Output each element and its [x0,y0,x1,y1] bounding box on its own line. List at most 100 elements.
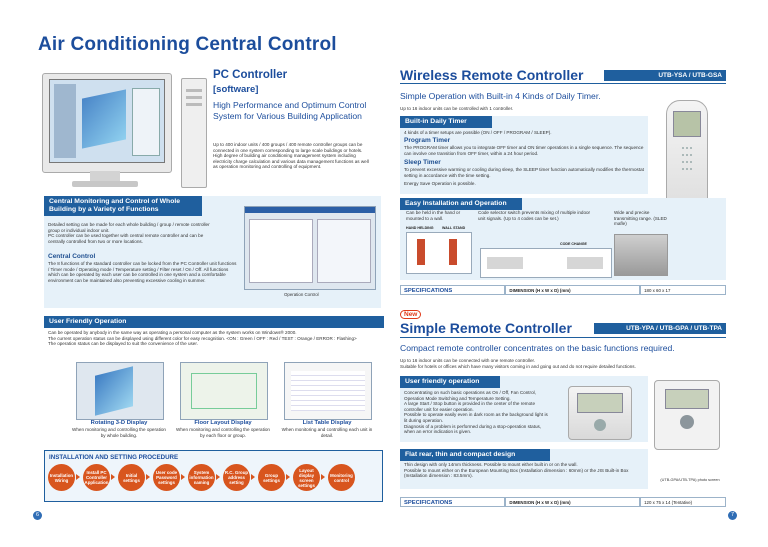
user-bullet-3: The operation status can be displayed to… [48,341,198,347]
simple-photo-caption: (UTB-GPA/UTB-TPA) photo screen [660,478,720,482]
simple-specifications: SPECIFICATIONS DIMENSION (H x W x D) (mm… [400,497,726,507]
display-title-rotating: Rotating 3-D Display [90,420,148,426]
wireless-spec-dim: 180 x 60 x 17 [640,285,726,295]
simple-user-bullets: Concentrating on such basic operations a… [404,390,548,435]
install-step-5: System information naming [188,464,215,491]
rotating-3d-screenshot [76,362,164,420]
simple-user-bullet-3: Possible to operate easily even in dark … [404,412,548,423]
hand-holding-label: HAND HELDING [406,226,434,230]
install-arrow [111,474,115,480]
pc-bullet-2: High degree of building air conditioning… [213,153,369,170]
wireless-specifications: SPECIFICATIONS DIMENSION (H x W x D) (mm… [400,285,726,295]
user-bullet-2: The current operation status can be disp… [48,335,357,341]
install-step-4: User code Password settings [153,464,180,491]
simple-model-badge: UTB-YPA / UTB-GPA / UTB-TPA [594,323,726,334]
wireless-spec-label: SPECIFICATIONS [400,285,506,295]
flat-rear-header: Flat rear, thin and compact design [400,449,550,461]
user-friendly-panel: User Friendly Operation Can be operated … [44,316,384,444]
install-arrow [181,474,185,480]
simple-user-bullet-2: A large Start / Stop button is provided … [404,401,535,412]
simple-note-2: Suitable for hotels or offices which hav… [400,363,636,369]
easy-item-2: Code selector switch prevents mixing of … [478,210,591,221]
pc-controller-subtitle: [software] [213,84,259,95]
install-step-2: Install PC Controller Application [83,464,110,491]
display-desc-floor: When monitoring and controlling the oper… [176,427,270,438]
simple-spec-dim: 120 x 75 x 14 (Tentative) [640,497,726,507]
page-title: Air Conditioning Central Control [38,34,337,55]
install-step-6: R.C. Group address setting [223,464,250,491]
daily-timer-panel: Built-in Daily Timer 4 kinds of a timer … [400,116,648,194]
simple-subtitle: Compact remote controller concentrates o… [400,343,675,353]
code-change-illustration [480,248,612,278]
floor-layout-screenshot [180,362,268,420]
simple-spec-label: SPECIFICATIONS [400,497,506,507]
pc-tower-illustration [181,78,207,188]
simple-user-bullet-1: Concentrating on such basic operations a… [404,390,536,401]
installation-header: INSTALLATION AND SETTING PROCEDURE [49,454,179,461]
wireless-note: Up to 16 indoor units can be controlled … [400,106,514,111]
simple-user-header: User friendly operation [400,376,500,388]
display-desc-rotating: When monitoring and controlling the oper… [72,427,166,438]
wireless-subtitle: Simple Operation with Built-in 4 Kinds o… [400,91,601,101]
central-control-body: The 8 functions of the standard controll… [48,261,237,283]
install-step-8: Layout display screen settings [293,464,320,491]
user-bullet-1: Can be operated by anybody in the same w… [48,330,297,335]
transmitting-range-photo [614,234,668,276]
display-title-list: List Table Display [302,420,352,426]
pc-monitor-illustration [42,73,178,191]
flat-bullet-2: Possible to mount either on the European… [404,467,629,479]
operation-control-screenshot [244,206,376,290]
daily-timer-header: Built-in Daily Timer [400,116,492,128]
central-bullets: Detailed setting can be made for each wh… [48,222,218,244]
easy-item-1: Can be held in the hand or mounted to a … [406,210,461,221]
mounting-illustration [406,232,472,274]
sleep-timer-head: Sleep Timer [404,159,441,166]
simple-user-panel: User friendly operation Concentrating on… [400,376,648,442]
install-step-9: Monitoring control [328,464,355,491]
user-friendly-bullets: Can be operated by anybody in the same w… [48,330,378,347]
energy-save-note: Energy Save Operation is possible. [404,181,476,186]
pc-controller-title: PC Controller [213,69,288,81]
central-control-subhead: Central Control [48,253,96,260]
page-number-right: 7 [728,511,737,520]
central-bullet-1: Detailed setting can be made for each wh… [48,222,210,233]
install-step-7: Group settings [258,464,285,491]
central-monitoring-header: Central Monitoring and Control of Whole … [44,196,202,216]
program-timer-head: Program Timer [404,137,451,144]
pc-controller-tagline: High Performance and Optimum Control Sys… [213,100,367,121]
pc-bullet-1: Up to 400 indoor units / 400 groups / 40… [213,142,363,153]
simple-user-bullet-4: Diagnosis of a problem is performed duri… [404,423,542,435]
simple-remote-illustration [568,386,632,440]
user-friendly-header: User Friendly Operation [44,316,384,328]
simple-note-1: Up to 16 indoor units can be connected w… [400,358,536,363]
simple-title-rule [400,337,726,338]
display-title-floor: Floor Layout Display [194,420,252,426]
install-arrow [216,474,220,480]
easy-installation-panel: Easy Installation and Operation Can be h… [400,198,726,280]
wireless-title-rule [400,83,726,84]
wireless-spec-dim-label: DIMENSION (H x W x D) (mm) [505,285,641,295]
install-arrow [251,474,255,480]
simple-spec-dim-label: DIMENSION (H x W x D) (mm) [505,497,641,507]
new-badge: New [400,310,422,319]
simple-title: Simple Remote Controller [400,320,572,336]
wireless-title: Wireless Remote Controller [400,67,584,83]
sleep-timer-body: To prevent excessive warming or cooling … [404,167,644,178]
simple-remote-photo [654,380,720,450]
flat-rear-bullets: Thin design with only 14mm thickness. Po… [404,462,644,479]
program-timer-body: The PROGRAM timer allows you to integrat… [404,145,644,156]
operation-control-caption: Operation Control [284,292,319,297]
display-desc-list: When monitoring and controlling each uni… [281,427,373,438]
code-change-label: CODE CHANGE [560,242,587,246]
install-step-3: Initial settings [118,464,145,491]
install-arrow [76,474,80,480]
flat-rear-panel: Flat rear, thin and compact design Thin … [400,449,648,489]
central-bullet-2: PC controller can be used together with … [48,233,204,244]
daily-timer-bullet: 4 kinds of a timer setups are possible (… [404,130,552,135]
central-monitoring-panel: Central Monitoring and Control of Whole … [44,196,381,308]
page-number-left: 6 [33,511,42,520]
simple-notes: Up to 16 indoor units can be connected w… [400,358,726,369]
install-step-1: Installation Wiring [48,464,75,491]
easy-item-3: Wide and precise transmitting range. (SL… [614,210,667,227]
easy-installation-header: Easy Installation and Operation [400,198,522,210]
